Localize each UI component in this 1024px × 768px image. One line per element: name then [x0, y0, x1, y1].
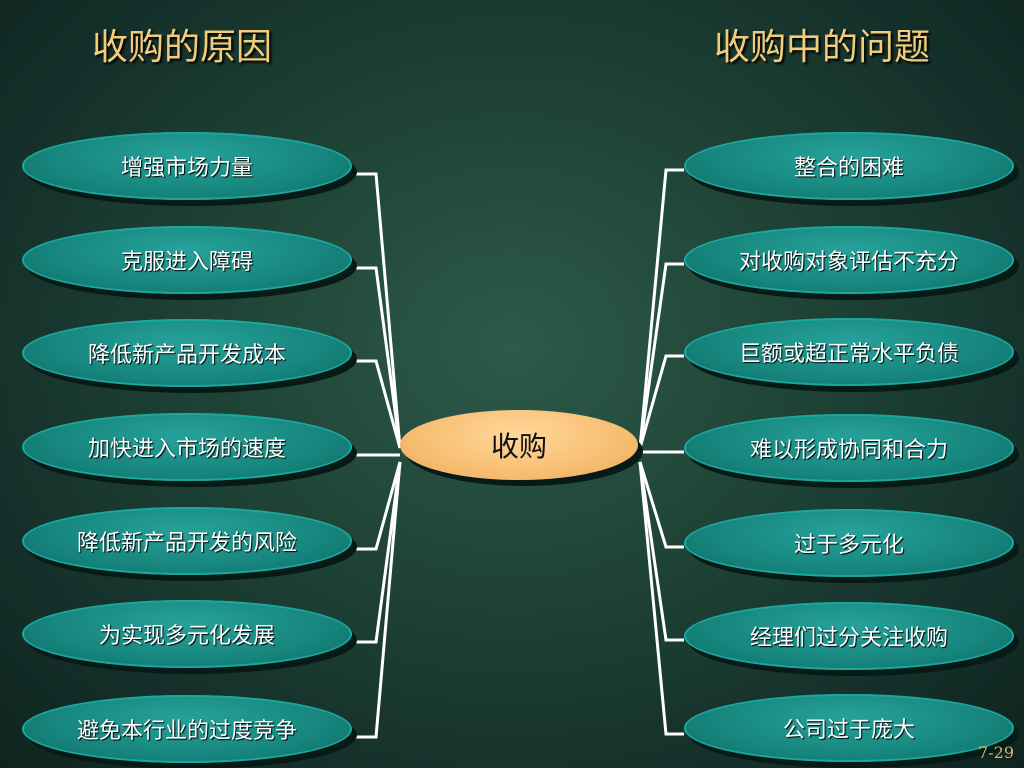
connector-right-5 [638, 461, 684, 549]
connector-right-3 [638, 354, 684, 449]
right-heading: 收购中的问题 [714, 27, 931, 68]
reason-node: 降低新产品开发成本 [22, 319, 352, 387]
reason-node: 加快进入市场的速度 [22, 413, 352, 481]
problem-node: 过于多元化 [684, 509, 1014, 577]
problem-node: 巨额或超正常水平负债 [684, 318, 1014, 386]
connector-right-2 [638, 262, 684, 449]
reason-node: 克服进入障碍 [22, 226, 352, 294]
connector-left-2 [355, 266, 402, 449]
problem-node: 整合的困难 [684, 132, 1014, 200]
problem-node: 对收购对象评估不充分 [684, 226, 1014, 294]
problem-node: 公司过于庞大 [684, 694, 1014, 762]
connector-left-1 [355, 172, 402, 449]
connector-left-5 [355, 461, 402, 551]
connector-left-6 [355, 461, 402, 644]
page-number: 7-29 [978, 743, 1014, 762]
connector-right-6 [638, 461, 684, 642]
left-heading: 收购的原因 [92, 27, 273, 68]
problem-node: 经理们过分关注收购 [684, 602, 1014, 670]
center-node: 收购 [400, 410, 638, 480]
problem-node: 难以形成协同和合力 [684, 414, 1014, 482]
reason-node: 避免本行业的过度竞争 [22, 695, 352, 763]
reason-node: 增强市场力量 [22, 132, 352, 200]
reason-node: 为实现多元化发展 [22, 600, 352, 668]
reason-node: 降低新产品开发的风险 [22, 507, 352, 575]
connector-left-3 [355, 359, 402, 449]
connector-left-7 [355, 461, 402, 739]
connector-right-1 [638, 168, 684, 449]
connector-right-7 [638, 461, 684, 736]
